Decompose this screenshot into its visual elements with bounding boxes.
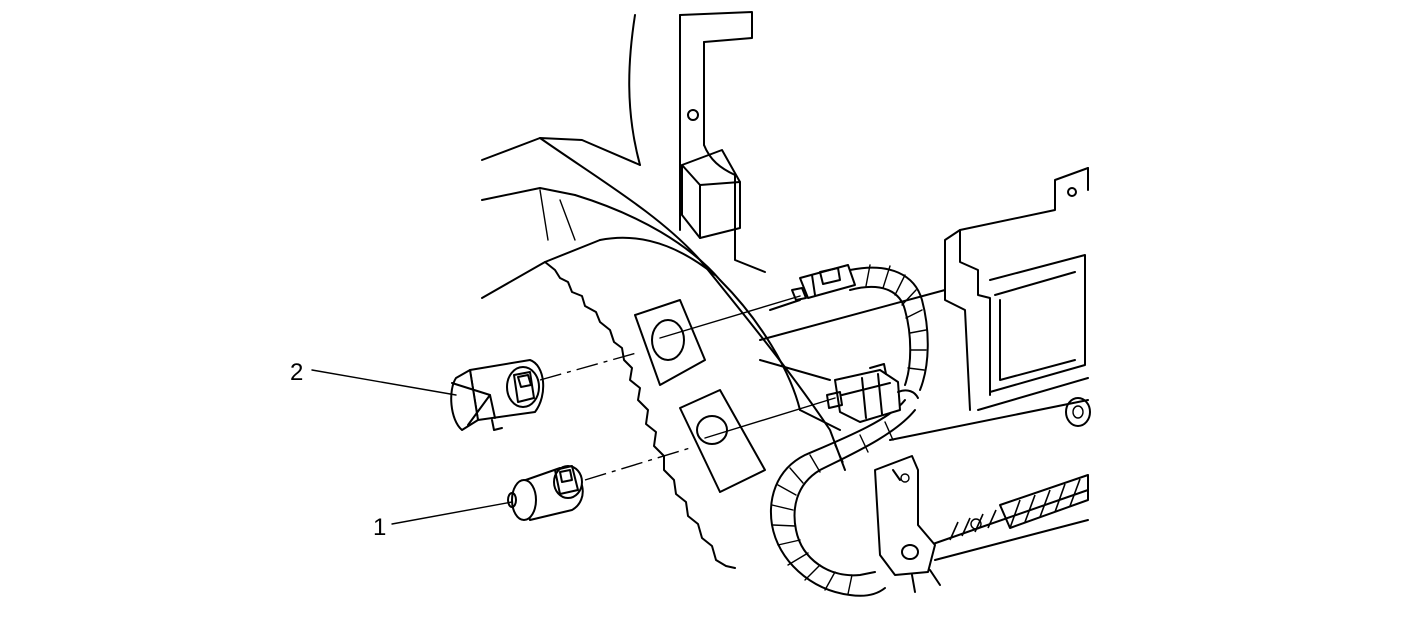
callout-2-label: 2 bbox=[290, 359, 303, 386]
upper-harness-connector bbox=[791, 264, 856, 301]
callout-1: 1 bbox=[373, 501, 513, 541]
wiring-harness bbox=[770, 264, 929, 597]
dash-panel bbox=[481, 137, 846, 569]
upper-pillar-panel bbox=[628, 11, 766, 273]
instrument-panel-frame bbox=[759, 167, 1091, 593]
lower-harness-connector bbox=[826, 363, 919, 423]
alignment-lines bbox=[539, 295, 836, 481]
component-2 bbox=[450, 359, 545, 431]
component-1 bbox=[507, 465, 584, 521]
callout-1-label: 1 bbox=[373, 514, 386, 541]
callout-2: 2 bbox=[290, 359, 457, 396]
